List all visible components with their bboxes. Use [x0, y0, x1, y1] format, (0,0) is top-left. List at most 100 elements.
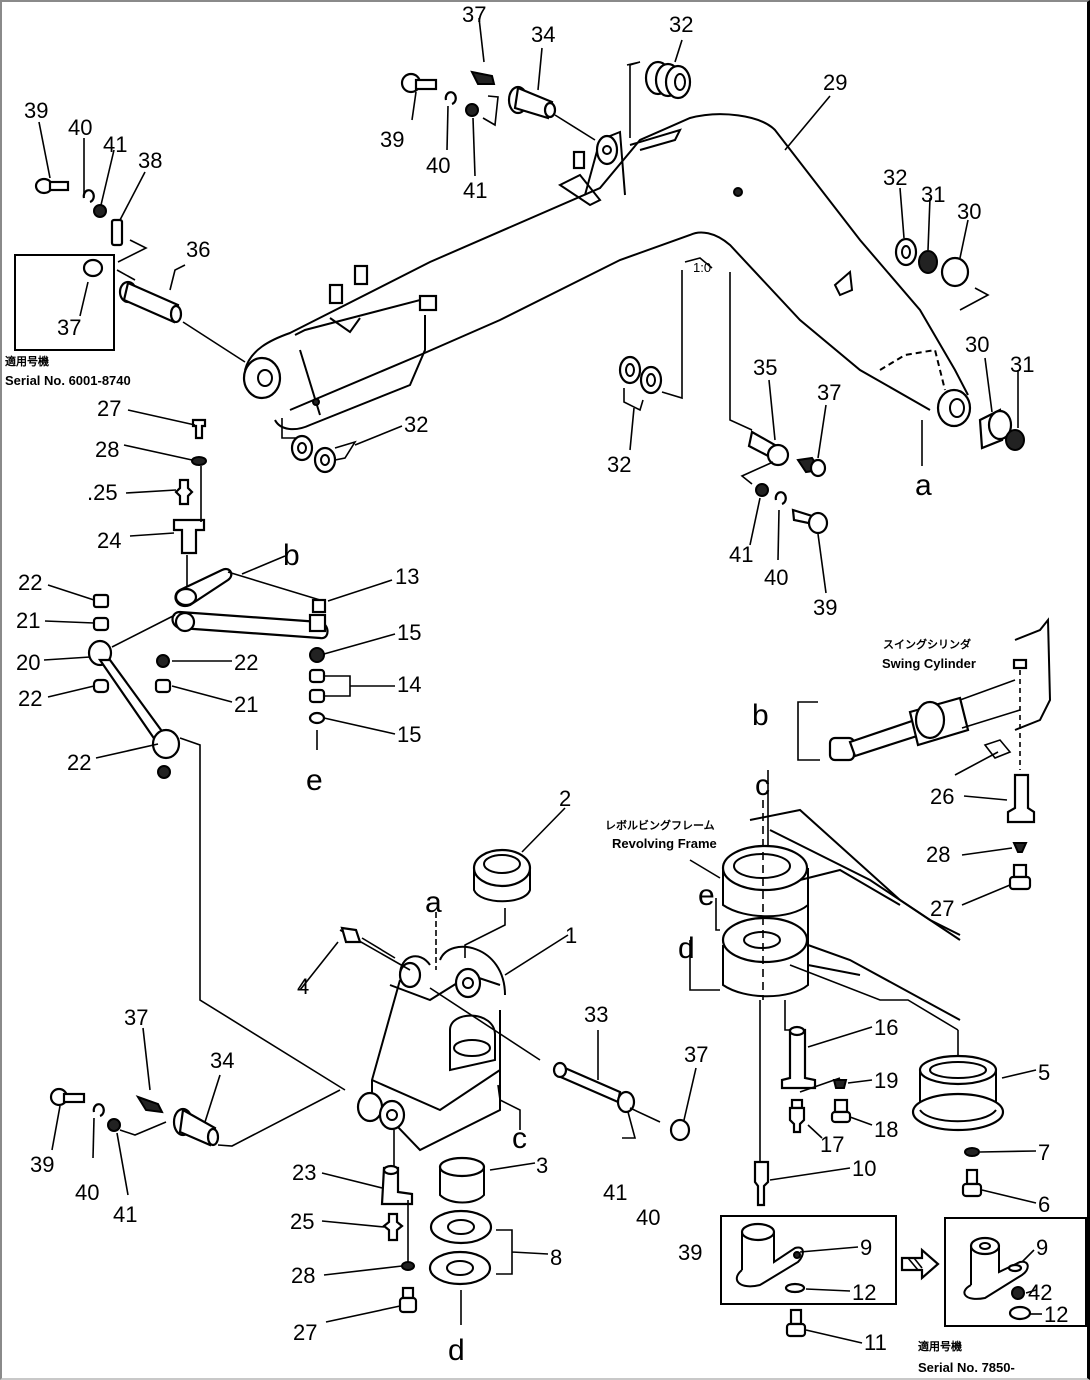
svg-text:1:0: 1:0 — [693, 260, 711, 275]
boom-foot-boss — [242, 356, 282, 400]
callout-28: 28 — [95, 437, 119, 462]
callout-6: 6 — [1038, 1192, 1050, 1217]
callout-1: 1 — [565, 923, 577, 948]
serial-note-bottom: Serial No. 7850- — [918, 1360, 1015, 1375]
callout-27: 27 — [930, 896, 954, 921]
callout-7: 7 — [1038, 1140, 1050, 1165]
callout-10: 10 — [852, 1156, 876, 1181]
shims-32-top — [644, 60, 692, 100]
boom-tip-boss — [936, 388, 972, 428]
callout-30: 30 — [957, 199, 981, 224]
callout-40: 40 — [636, 1205, 660, 1230]
callout-18: 18 — [874, 1117, 898, 1142]
callout-16: 16 — [874, 1015, 898, 1040]
callout-27: 27 — [293, 1320, 317, 1345]
callout-40: 40 — [68, 115, 92, 140]
callout-33: 33 — [584, 1002, 608, 1027]
ref-letter-e: e — [306, 764, 323, 797]
pin-group-35 — [729, 272, 829, 594]
callout-3: 3 — [536, 1153, 548, 1178]
shims-32-mid — [618, 270, 683, 451]
callout-35: 35 — [753, 355, 777, 380]
callout-31: 31 — [1010, 352, 1034, 377]
pin-plate-box-old — [720, 1215, 897, 1305]
callout-20: 20 — [16, 650, 40, 675]
replacement-arrow-icon — [900, 1247, 940, 1281]
callout-32: 32 — [404, 412, 428, 437]
callout-4: 4 — [297, 974, 309, 999]
callout-39: 39 — [24, 98, 48, 123]
boom-tip-washers — [894, 187, 1025, 466]
bottom-right-parts — [720, 964, 1087, 1344]
ref-letter-e: e — [698, 879, 715, 912]
callout-41: 41 — [103, 132, 127, 157]
serial-note-jp-bottom: 適用号機 — [918, 1339, 962, 1353]
callout-11: 11 — [864, 1330, 887, 1355]
callout-25: 25 — [290, 1209, 314, 1234]
callout-15: 15 — [397, 620, 421, 645]
ref-letter-c: c — [755, 769, 770, 802]
callout-37: 37 — [124, 1005, 148, 1030]
callout-29: 29 — [823, 70, 847, 95]
pin-36 — [118, 280, 183, 324]
callout-39: 39 — [813, 595, 837, 620]
callout-12: 12 — [852, 1280, 876, 1305]
callout-27: 27 — [97, 396, 121, 421]
callout-42: 42 — [1028, 1280, 1052, 1305]
revolving-frame — [689, 770, 961, 1175]
callout-40: 40 — [764, 565, 788, 590]
callout-37: 37 — [684, 1042, 708, 1067]
ref-letter-c: c — [512, 1122, 527, 1155]
callout-34: 34 — [210, 1048, 234, 1073]
callout-22: 22 — [18, 686, 42, 711]
callout-41: 41 — [729, 542, 753, 567]
callout-41: 41 — [113, 1202, 137, 1227]
callout-9: 9 — [860, 1235, 872, 1260]
callout-34: 34 — [531, 22, 555, 47]
callout-36: 36 — [186, 237, 210, 262]
callout-21: 21 — [16, 608, 40, 633]
top-center-pin-group — [400, 17, 831, 177]
callout-25: .25 — [87, 480, 118, 505]
callout-39: 39 — [678, 1240, 702, 1265]
callout-32: 32 — [607, 452, 631, 477]
callout-12: 12 — [1044, 1302, 1068, 1327]
ref-letter-d: d — [448, 1334, 465, 1367]
bracket-parts — [299, 807, 697, 1142]
callout-39: 39 — [380, 127, 404, 152]
plate-38 — [110, 218, 124, 247]
callout-9: 9 — [1036, 1235, 1048, 1260]
callout-38: 38 — [138, 148, 162, 173]
callout-14: 14 — [397, 672, 421, 697]
callout-8: 8 — [550, 1245, 562, 1270]
bolt-39 — [34, 177, 70, 195]
callout-28: 28 — [291, 1263, 315, 1288]
callout-37: 37 — [462, 2, 486, 27]
bolt-37 — [82, 258, 104, 278]
callout-22: 22 — [18, 570, 42, 595]
callout-2: 2 — [559, 786, 571, 811]
ref-letter-b: b — [752, 699, 769, 732]
ref-letter-a: a — [915, 469, 932, 502]
swing-cylinder — [797, 617, 1052, 906]
boom-assembly: 1:0 — [242, 113, 972, 431]
callout-5: 5 — [1038, 1060, 1050, 1085]
bottom-center-parts — [321, 1156, 549, 1325]
revolving-frame-label-jp: レボルビングフレーム — [605, 818, 715, 832]
serial-inset-box — [14, 254, 115, 351]
bottom-left-pin-group — [49, 1027, 341, 1196]
callout-26: 26 — [930, 784, 954, 809]
link-assembly — [43, 409, 396, 1091]
callout-17: 17 — [820, 1132, 844, 1157]
pin-plate-box-new — [944, 1217, 1087, 1327]
swing-bracket — [339, 912, 541, 1170]
callout-39: 39 — [30, 1152, 54, 1177]
callout-32: 32 — [669, 12, 693, 37]
boom-tip-right — [921, 357, 1025, 466]
swing-cylinder-label: Swing Cylinder — [882, 656, 976, 671]
swing-cylinder-label-jp: スイングシリンダ — [883, 637, 971, 651]
ref-letter-a: a — [425, 886, 442, 919]
top-left-pin-group — [14, 121, 246, 363]
callout-40: 40 — [426, 153, 450, 178]
